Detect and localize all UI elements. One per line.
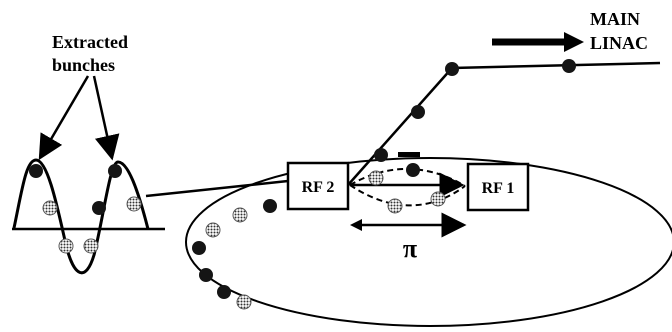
main-label: MAIN: [590, 9, 640, 29]
rf2-label: RF 2: [302, 179, 335, 196]
hatched-bunch: [83, 238, 99, 254]
linac-transfer-line: [451, 61, 661, 70]
solid-bunch: [406, 163, 420, 177]
solid-bunch: [92, 201, 106, 215]
storage-ring: [185, 157, 672, 327]
hatched-bunch: [430, 191, 446, 207]
hatched-bunch: [236, 294, 252, 310]
minus-sign: [398, 152, 420, 157]
kicker-path-lower: [349, 184, 466, 207]
hatched-bunch: [368, 170, 384, 186]
extracted-label-line1: Extracted: [52, 32, 128, 52]
extracted-label-line2: bunches: [52, 55, 115, 75]
label-arrow-right: [92, 75, 120, 161]
hatched-bunch: [58, 238, 74, 254]
hatched-bunch: [387, 198, 403, 214]
solid-bunch: [217, 285, 231, 299]
solid-bunch: [445, 62, 459, 76]
rf1-cavity: [466, 162, 530, 212]
hatched-bunch: [232, 207, 248, 223]
solid-bunch: [29, 164, 43, 178]
solid-bunch: [562, 59, 576, 73]
solid-bunch: [108, 164, 122, 178]
rf-waveform: [12, 158, 150, 275]
label-arrow-left: [38, 75, 90, 161]
pi-label: π: [403, 234, 417, 263]
hatched-bunch: [126, 196, 142, 212]
rf1-label: RF 1: [482, 180, 515, 197]
extraction-line: [347, 67, 453, 186]
solid-bunch: [411, 105, 425, 119]
solid-bunch: [192, 241, 206, 255]
connection-line: [145, 179, 289, 198]
rf2-cavity: [286, 161, 350, 211]
linac-arrow-head: [564, 32, 584, 52]
hatched-bunch: [42, 200, 58, 216]
phase-arrow-left-head: [350, 219, 362, 231]
solid-bunch: [199, 268, 213, 282]
hatched-bunch: [205, 222, 221, 238]
solid-bunch: [374, 148, 388, 162]
solid-bunch: [263, 199, 277, 213]
linac-label: LINAC: [590, 33, 648, 53]
